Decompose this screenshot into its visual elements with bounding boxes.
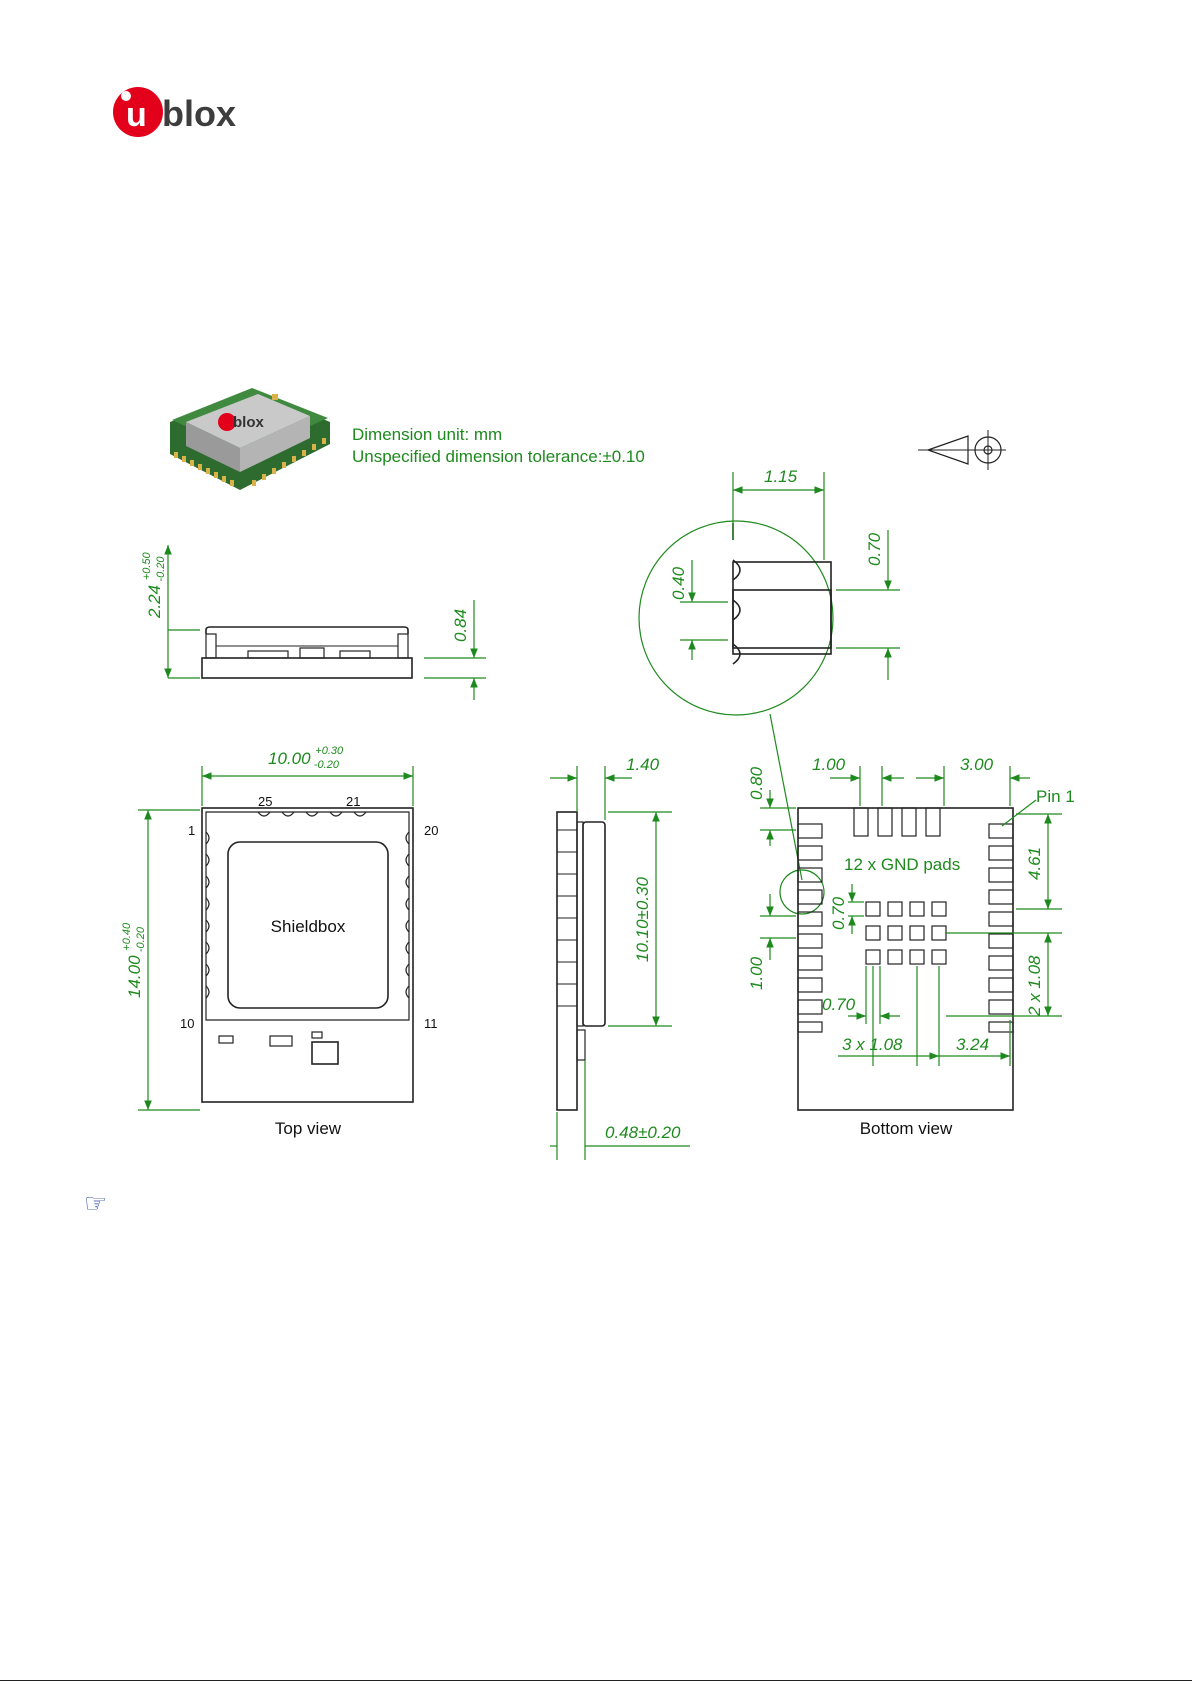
side-height-dim: 2.24: [145, 585, 164, 619]
gnd-pad-grid: [866, 902, 946, 964]
edge-shield-length-dim: 10.10±0.30: [633, 876, 652, 962]
gnd-pads-label: 12 x GND pads: [844, 855, 960, 874]
top-length-tol-minus: -0.20: [135, 926, 147, 952]
detail-view: 1.15 0.70 0.40: [639, 467, 900, 914]
pin-label-1: 1: [188, 823, 195, 838]
side-height-tol-minus: -0.20: [155, 556, 167, 582]
bottom-view: 12 x GND pads Pin 1 1.00 3.00 0.80 1.00 …: [747, 755, 1075, 1138]
pointing-hand-icon: ☞: [84, 1190, 107, 1216]
bottom-dim-324: 3.24: [956, 1035, 989, 1054]
side-height-tol-plus: +0.50: [141, 551, 153, 580]
shieldbox-label: Shieldbox: [271, 917, 346, 936]
projection-symbol-icon: [918, 430, 1006, 470]
detail-castellation-dim: 0.40: [669, 566, 688, 600]
footer-rule: [0, 1680, 1192, 1681]
top-width-tol-plus: +0.30: [315, 745, 344, 757]
pin1-label: Pin 1: [1036, 787, 1075, 806]
bottom-view-caption: Bottom view: [860, 1119, 953, 1138]
bottom-dim-461: 4.61: [1025, 847, 1044, 880]
top-view-caption: Top view: [275, 1119, 342, 1138]
svg-text:14.00 +0.40 -0.20: 14.00 +0.40 -0.20: [115, 918, 147, 998]
edge-thickness-dim: 1.40: [626, 755, 660, 774]
top-length-dim: 14.00: [125, 955, 144, 998]
pin-label-20: 20: [424, 823, 438, 838]
pin-label-11: 11: [424, 1016, 438, 1031]
bottom-dim-070-vert: 0.70: [829, 896, 848, 930]
bottom-dim-070-horiz: 0.70: [822, 995, 856, 1014]
top-width-dim: 10.00: [268, 749, 311, 768]
bottom-dim-100-top: 1.00: [812, 755, 846, 774]
detail-pad-width-dim: 0.70: [865, 532, 884, 566]
svg-text:2.24 +0.50 -0.20: 2.24 +0.50 -0.20: [135, 548, 167, 619]
edge-pcb-dim: 0.48±0.20: [605, 1123, 681, 1142]
side-pcb-dim: 0.84: [451, 609, 470, 642]
bottom-dim-3x108: 3 x 1.08: [842, 1035, 903, 1054]
top-view: Shieldbox 1 10 11 20 21 25 10.00 +0.30 -…: [115, 739, 438, 1138]
detail-pitch-dim: 1.15: [764, 467, 798, 486]
svg-text:10.00 +0.30 -0.20: 10.00 +0.30 -0.20: [268, 739, 348, 771]
bottom-dim-2x108: 2 x 1.08: [1025, 955, 1044, 1017]
edge-view: 1.40 10.10±0.30 0.48±0.20: [550, 755, 690, 1160]
side-view: 2.24 +0.50 -0.20 0.84: [135, 545, 486, 700]
bottom-dim-080: 0.80: [747, 766, 766, 800]
bottom-dim-300: 3.00: [960, 755, 994, 774]
pin-label-21: 21: [346, 794, 360, 809]
bottom-dim-100-left: 1.00: [747, 956, 766, 990]
top-width-tol-minus: -0.20: [314, 759, 340, 771]
top-length-tol-plus: +0.40: [121, 922, 133, 951]
pin-label-25: 25: [258, 794, 272, 809]
pin-label-10: 10: [180, 1016, 194, 1031]
